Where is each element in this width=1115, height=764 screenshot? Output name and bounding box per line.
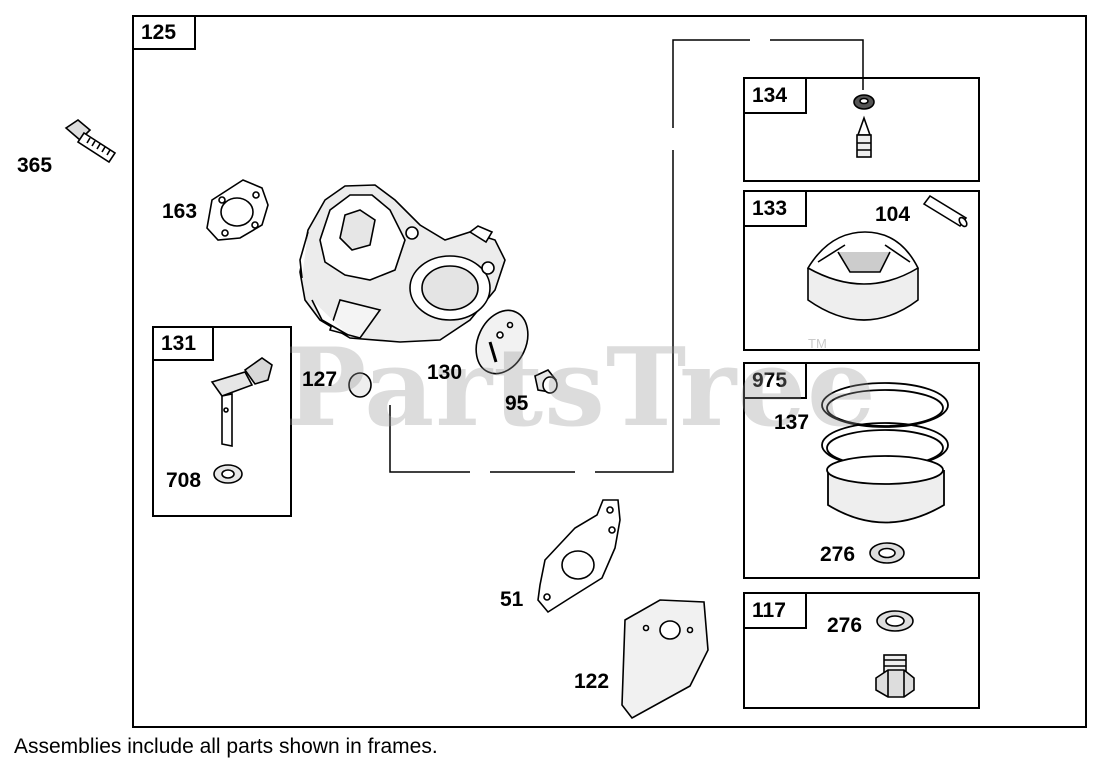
screw-95-icon [534,369,558,394]
part-number-365[interactable]: 365 [17,154,53,177]
washer-276-icon [869,542,914,632]
part-number-130[interactable]: 130 [427,361,463,384]
part-number-276-bowl[interactable]: 276 [820,543,856,566]
assembly-frame-975: 975 [743,362,980,579]
frame-label-975: 975 [743,362,807,399]
carburetor-body-icon [299,184,506,343]
part-number-104[interactable]: 104 [875,203,911,226]
connection-line [389,39,864,473]
spacer-122-icon [621,599,709,720]
frame-label-134: 134 [743,77,807,114]
pin-104-icon [922,194,968,228]
bowl-975-icon [821,382,949,524]
part-number-708[interactable]: 708 [166,469,202,492]
choke-shaft-131-icon [210,357,273,447]
assembly-frame-125: 125 [132,15,1087,728]
plug-127-icon [348,372,372,398]
part-number-51[interactable]: 51 [500,588,524,611]
part-number-137[interactable]: 137 [774,411,810,434]
assembly-frame-117: 117 [743,592,980,709]
assembly-frame-134: 134 [743,77,980,182]
assembly-frame-133: 133 [743,190,980,351]
part-number-95[interactable]: 95 [505,392,529,415]
washer-708-icon [213,464,243,484]
part-number-163[interactable]: 163 [162,200,198,223]
frame-label-117: 117 [743,592,807,629]
gasket-163-icon [206,179,269,241]
bolt-365-icon [64,119,117,164]
needle-134-icon [853,94,875,158]
trademark-mark: TM [808,336,827,351]
throttle-plate-130-icon [475,309,529,375]
footer-note: Assemblies include all parts shown in fr… [14,735,438,758]
bowl-nut-117-icon [875,654,915,698]
part-number-276-nut[interactable]: 276 [827,614,863,637]
frame-label-133: 133 [743,190,807,227]
float-133-icon [806,231,920,321]
frame-label-125: 125 [132,15,196,50]
frame-label-131: 131 [152,326,214,361]
assembly-frame-131: 131 [152,326,292,517]
gasket-51-icon [537,499,621,614]
part-number-122[interactable]: 122 [574,670,610,693]
part-number-127[interactable]: 127 [302,368,338,391]
